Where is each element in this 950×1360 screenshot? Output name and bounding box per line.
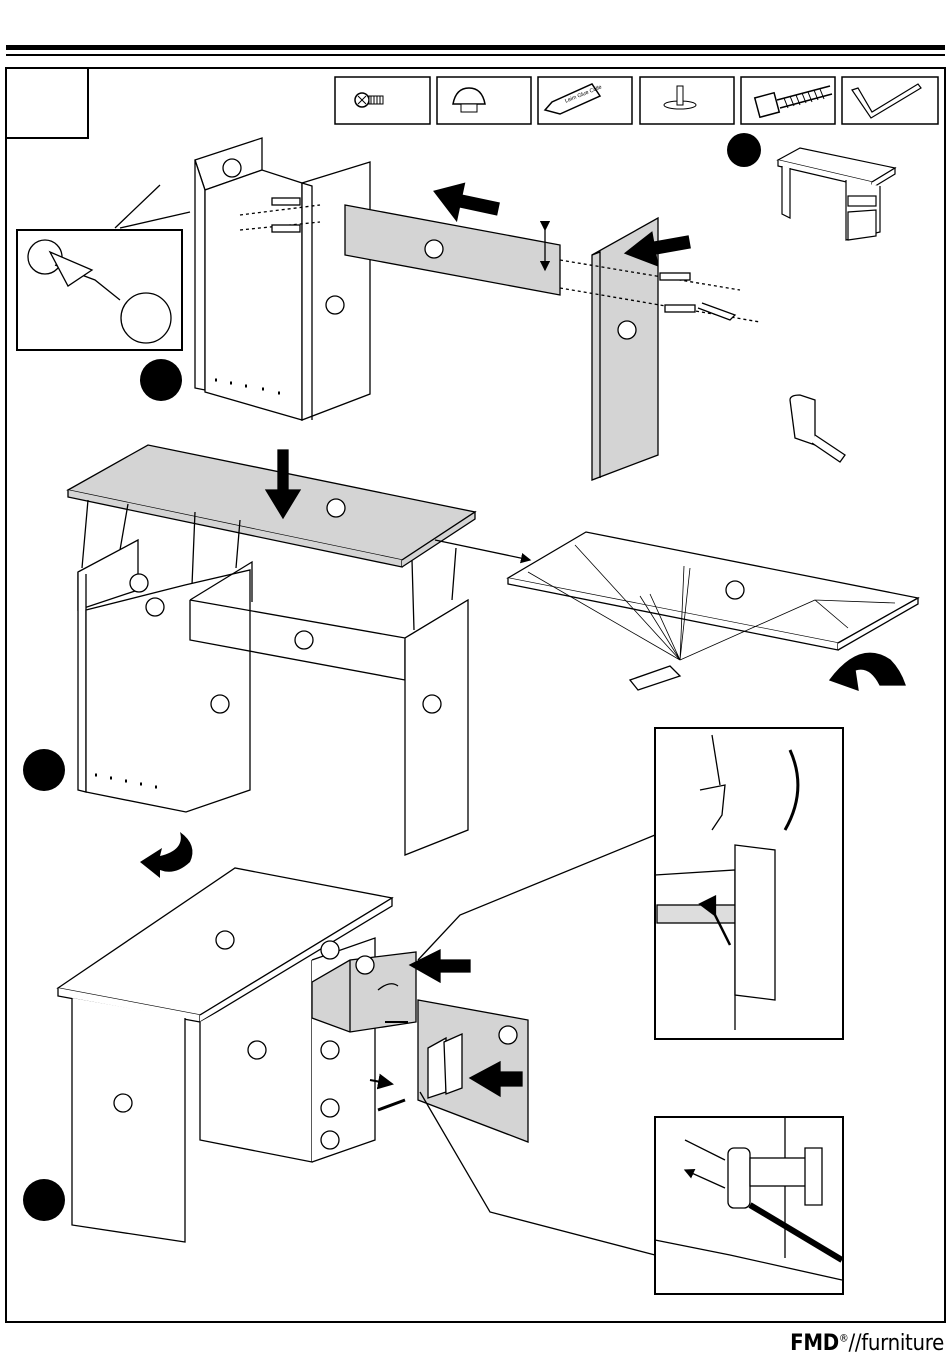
- header-rule: [6, 45, 945, 50]
- dowel-pin-icon: [640, 77, 734, 124]
- rotate-arrow-icon: [140, 832, 192, 878]
- header-rule-thin: [6, 54, 945, 56]
- glue-tube-icon: Leim Glue Colle: [538, 77, 632, 124]
- step-1-illustration: [17, 138, 845, 480]
- allen-key-icon: [842, 77, 938, 124]
- detail-callout-drawer-runner: [655, 728, 843, 1039]
- hardware-bar: Leim Glue Colle: [335, 77, 938, 124]
- cap-icon: [437, 77, 531, 124]
- screw-icon: [335, 77, 430, 124]
- detail-callout-hinge: [655, 1117, 843, 1294]
- brand-logo: FMD®//furniture: [790, 1331, 944, 1356]
- finished-desk-thumbnail: [778, 148, 895, 240]
- step-marker-1: [140, 359, 182, 401]
- step-number-box: [6, 68, 88, 138]
- step-marker-2: [23, 749, 65, 791]
- step-marker-3: [23, 1179, 65, 1221]
- step-marker-hardware: [727, 133, 761, 167]
- step-3-illustration: [58, 835, 655, 1255]
- cam-bolt-icon: [741, 77, 835, 124]
